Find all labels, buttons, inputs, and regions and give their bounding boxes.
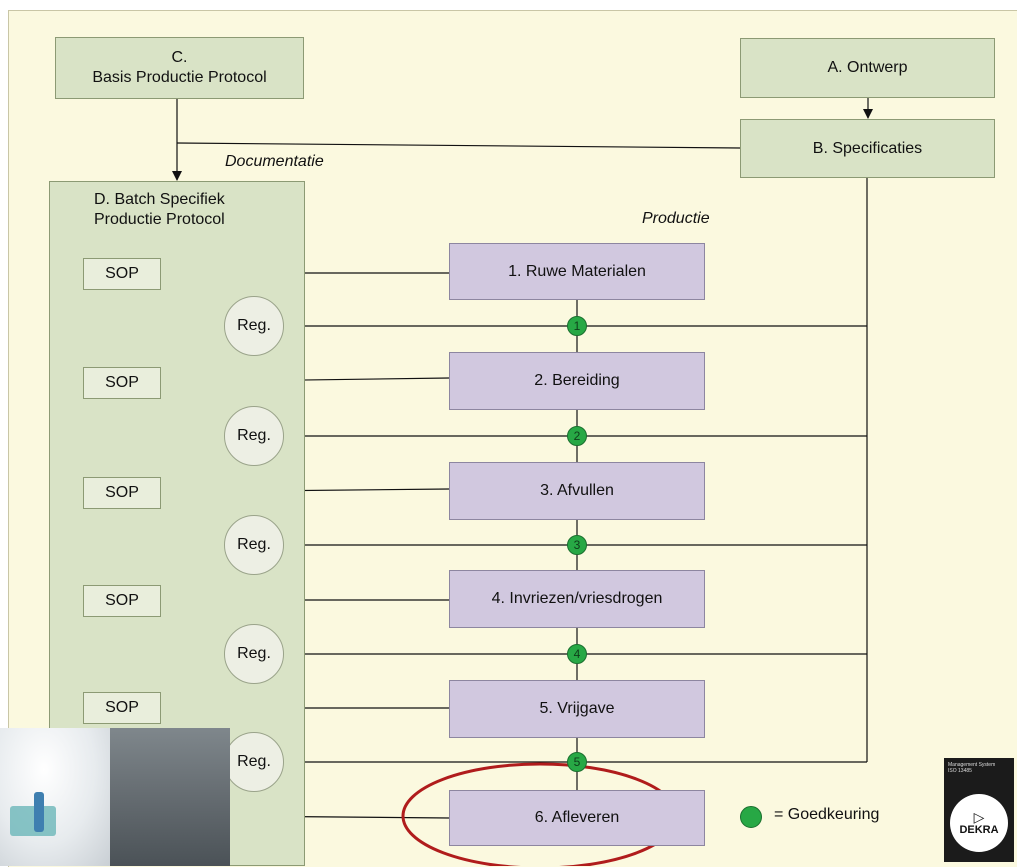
box-d-title-line1: D. Batch Specifiek: [94, 191, 225, 208]
box-c-letter: C.: [171, 49, 188, 66]
step-3-afvullen: 3. Afvullen: [449, 462, 705, 520]
documentatie-label: Documentatie: [225, 153, 324, 170]
reg-circle-5: Reg.: [224, 732, 284, 792]
reg-circle-1: Reg.: [224, 296, 284, 356]
legend-approval-dot: [740, 806, 762, 828]
productie-label: Productie: [642, 210, 710, 227]
approval-dot-1: 1: [567, 316, 587, 336]
step-2-bereiding: 2. Bereiding: [449, 352, 705, 410]
box-a-ontwerp: A. Ontwerp: [740, 38, 995, 98]
box-a-title: A. Ontwerp: [827, 59, 908, 76]
lab-coat-photo: [0, 728, 230, 866]
box-d-title-line2: Productie Protocol: [94, 211, 225, 228]
badge-brand: DEKRA: [959, 824, 999, 836]
dekra-certification-badge: Management System ISO 13485 ▷ DEKRA: [944, 758, 1014, 862]
reg-circle-4: Reg.: [224, 624, 284, 684]
legend-goedkeuring-label: = Goedkeuring: [774, 806, 880, 823]
sop-box-4: SOP: [83, 585, 161, 617]
step-6-afleveren: 6. Afleveren: [449, 790, 705, 846]
box-b-title: B. Specificaties: [812, 139, 923, 157]
sop-box-1: SOP: [83, 258, 161, 290]
sop-box-2: SOP: [83, 367, 161, 399]
badge-line1: Management System: [948, 762, 996, 768]
step-4-invriezen-vriesdrogen: 4. Invriezen/vriesdrogen: [449, 570, 705, 628]
reg-circle-3: Reg.: [224, 515, 284, 575]
badge-line2: ISO 13485: [948, 768, 972, 774]
approval-dot-2: 2: [567, 426, 587, 446]
step-5-vrijgave: 5. Vrijgave: [449, 680, 705, 738]
approval-dot-5: 5: [567, 752, 587, 772]
reg-circle-2: Reg.: [224, 406, 284, 466]
approval-dot-4: 4: [567, 644, 587, 664]
box-c-title: Basis Productie Protocol: [92, 69, 267, 86]
sop-box-5: SOP: [83, 692, 161, 724]
box-c-basis-productie-protocol: C. Basis Productie Protocol: [55, 37, 304, 99]
dekra-triangle-icon: ▷: [973, 809, 985, 825]
box-b-specificaties: B. Specificaties: [740, 119, 995, 178]
step-1-ruwe-materialen: 1. Ruwe Materialen: [449, 243, 705, 300]
sop-box-3: SOP: [83, 477, 161, 509]
badge-seal: ▷ DEKRA: [950, 794, 1008, 852]
approval-dot-3: 3: [567, 535, 587, 555]
